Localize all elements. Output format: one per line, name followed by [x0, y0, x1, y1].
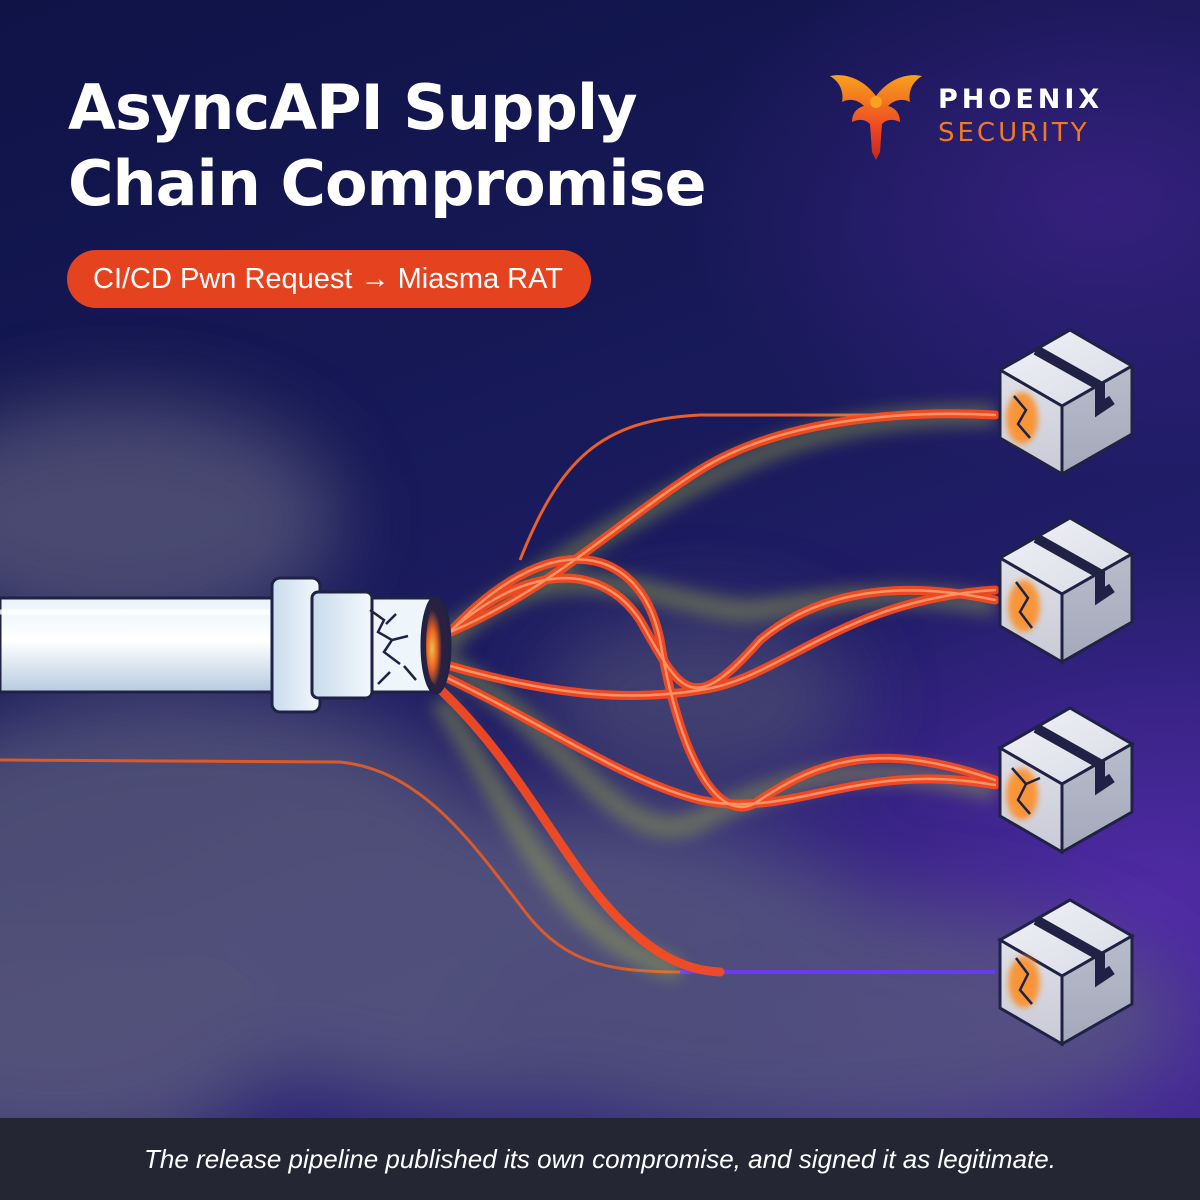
outer-wires: [0, 413, 995, 974]
footer-bar: The release pipeline published its own c…: [0, 1118, 1200, 1200]
data-strands: [425, 409, 1000, 977]
supply-chain-illustration: [0, 328, 1180, 1120]
headline-line-2: Chain Compromise: [68, 147, 707, 220]
phoenix-icon: [830, 75, 922, 160]
cracked-package-icon: [996, 516, 1136, 665]
brand-logo: PHOENIX SECURITY: [826, 62, 1146, 162]
cracked-package-icon: [996, 898, 1136, 1047]
attack-chain-tag: CI/CD Pwn Request → Miasma RAT: [67, 250, 592, 308]
cracked-package-icon: [996, 328, 1136, 477]
footer-caption: The release pipeline published its own c…: [144, 1144, 1056, 1174]
brand-name-primary: PHOENIX: [938, 84, 1104, 115]
cracked-pipe-icon: [0, 576, 452, 714]
brand-name-secondary: SECURITY: [938, 118, 1090, 148]
headline-line-1: AsyncAPI Supply: [68, 71, 637, 144]
cracked-package-icon: [996, 706, 1136, 855]
headline: AsyncAPI Supply Chain Compromise: [68, 70, 707, 222]
package-stack: [996, 328, 1136, 1047]
